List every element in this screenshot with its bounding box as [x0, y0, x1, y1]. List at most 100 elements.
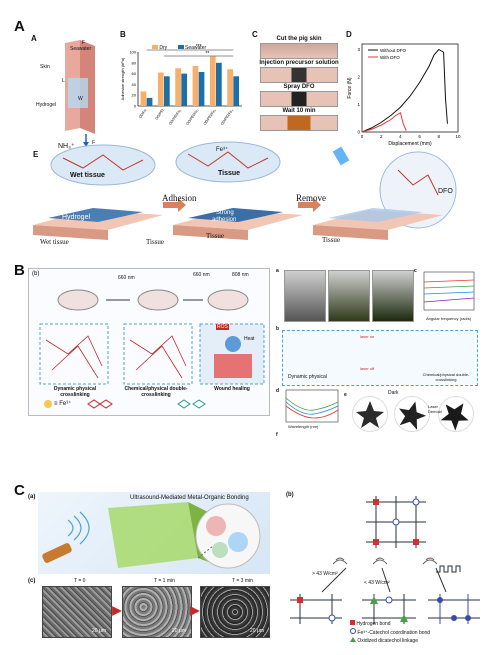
sub-label-b: B — [120, 30, 126, 39]
network-bottom-right — [428, 594, 480, 624]
plot-frame — [361, 43, 459, 133]
strong-adhesion-slab — [188, 208, 283, 222]
laser-label-3: 808 nm — [232, 272, 249, 278]
legend-eq-1: ≡ — [54, 401, 58, 407]
legend-dicatechol: Oxidized dicatechol linkage — [357, 638, 418, 644]
bar-legend: Dry Seawater — [152, 36, 212, 54]
bar-seawater — [164, 76, 170, 106]
chem-physical-label: Chemical/physical double-crosslinking — [422, 372, 470, 382]
x-tick-label: 4 — [399, 134, 402, 139]
legend-swatch-dry — [152, 45, 158, 49]
dark-label: Dark — [388, 390, 399, 396]
width-label: W — [78, 96, 83, 102]
ros-label: ROS — [216, 324, 229, 330]
laser-label-2: 660 nm — [193, 272, 210, 278]
sub-label-e: E — [33, 150, 39, 159]
force-label-bottom: F — [92, 140, 96, 146]
tissue-label-3: Tissue — [206, 232, 225, 240]
removed-hydrogel-slab — [328, 208, 423, 222]
wound-tissue — [214, 354, 252, 378]
mouse-3 — [207, 289, 249, 311]
sub-c-c: (c) — [28, 578, 36, 584]
laser-demold-label: Laser Demold — [428, 404, 442, 414]
y-tick-label: 100 — [129, 50, 136, 55]
ultrasound-title: Ultrasound-Mediated Metal-Organic Bondin… — [130, 495, 249, 501]
panel-label-b: B — [14, 262, 25, 279]
remove-label: Remove — [296, 193, 326, 203]
star-photo-3 — [438, 396, 474, 432]
bar-seawater — [146, 97, 153, 106]
star-photo-2 — [394, 396, 430, 432]
remove-arrow — [298, 198, 321, 212]
sub-b-c: c — [414, 268, 417, 274]
hydrogel-blob — [225, 336, 241, 352]
caption-dynamic: Dynamic physical crosslinking — [53, 386, 97, 398]
y-tick-label: 20 — [132, 93, 137, 98]
ultrasound-probe — [42, 543, 72, 563]
x-tick-label: OD/PEI/Fe₄ — [220, 108, 234, 126]
y-tick-label: 0 — [357, 130, 360, 135]
bar-dry — [175, 68, 181, 106]
angular-label: Angular frequency (rad/s) — [426, 316, 472, 321]
network-top — [366, 496, 426, 548]
laser-label-1: 660 nm — [118, 275, 135, 281]
network-bottom-left — [290, 594, 342, 624]
time-0: T = 0 — [74, 578, 86, 584]
sub-c-a: (a) — [28, 494, 36, 500]
hydrogel-cube — [108, 502, 198, 568]
bonding-network-diagram — [290, 496, 480, 624]
bar-seawater — [198, 71, 205, 106]
zoom-box-1 — [39, 323, 109, 385]
sub-c-b: (b) — [286, 492, 294, 498]
legend-label: Without DFO — [380, 48, 407, 53]
legend-fe: Fe³⁺ — [59, 401, 72, 407]
bar-dry — [192, 66, 199, 106]
scale-bar-2: 20 μm — [172, 628, 186, 634]
bar-dry — [140, 91, 147, 106]
force-label-top: F — [82, 40, 86, 46]
y-axis-label: Force (N) — [347, 77, 353, 98]
sub-label-b-b: (b) — [32, 271, 40, 277]
sub-label-c: C — [252, 30, 258, 39]
sem-image-t3 — [200, 586, 270, 638]
absorbance-chart — [285, 389, 339, 423]
bar-seawater — [216, 62, 222, 106]
x-tick-label: 2 — [380, 134, 383, 139]
y-axis-label: Adhesive strength (kPa) — [120, 57, 125, 100]
x-tick-label: OD/PEI — [155, 108, 165, 120]
legend-swatch-seawater — [177, 45, 184, 49]
x-tick-label: OD/PEI/Fe₃ — [203, 108, 217, 126]
rheology-chart — [423, 271, 475, 311]
condition-high: > 43 W/cm² — [312, 571, 338, 577]
ultrasound-icon-1 — [332, 557, 348, 565]
mouse-2 — [137, 289, 179, 311]
ultrasound-icon-3 — [422, 557, 438, 565]
y-tick-label: 0 — [134, 104, 137, 109]
sub-b-b: b — [276, 326, 280, 332]
step-4-photo — [260, 115, 338, 131]
vial-photo-3 — [372, 270, 414, 322]
heat-label: Heat — [244, 336, 255, 342]
x-tick-label: 10 — [455, 134, 461, 139]
sub-b-d: d — [276, 388, 280, 394]
step-1-photo — [260, 43, 338, 59]
hydrogel-scheme-label: Hydrogel — [62, 214, 91, 221]
catechol-icon — [87, 399, 113, 409]
length-label: L — [62, 78, 65, 84]
legend-label: With DFO — [380, 55, 400, 60]
x-tick-label: 8 — [438, 134, 441, 139]
legend-coordination: Fe³⁺-Catechol coordination bond — [357, 630, 431, 636]
laser-off-label: laser off — [360, 366, 375, 371]
adhesion-label-2: adhesion — [212, 217, 237, 223]
y-tick-label: 3 — [357, 47, 360, 52]
tissue-label-2: Tissue — [146, 238, 165, 246]
y-tick-label: 40 — [132, 82, 137, 87]
fe-legend-icon — [44, 400, 52, 408]
laser-on-label: laser on — [360, 334, 375, 339]
caption-double: Chemical/physical double-crosslinking — [124, 386, 188, 398]
scale-bar-1: 20 μm — [92, 628, 106, 634]
step-3-label: Spray DFO — [283, 84, 315, 90]
bar-dry — [227, 69, 233, 106]
